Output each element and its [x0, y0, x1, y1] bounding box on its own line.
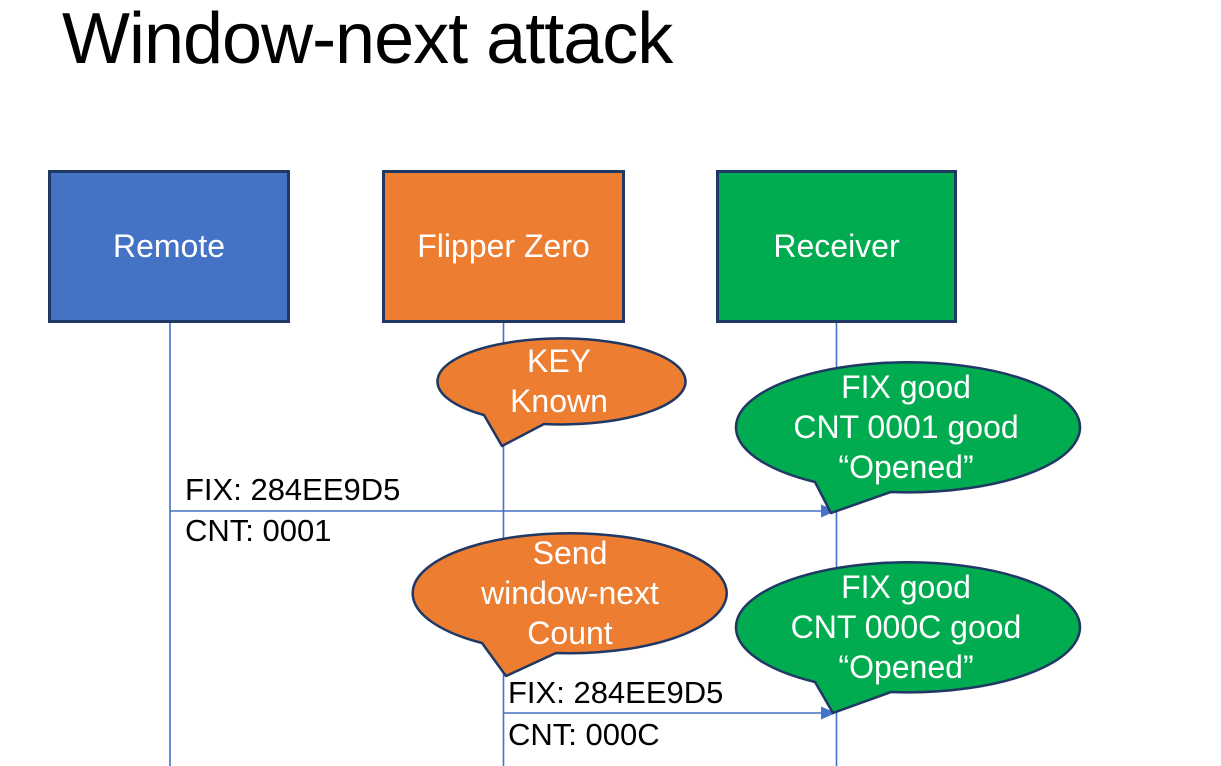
message-1-cnt-label: CNT: 0001 [185, 513, 332, 548]
callout-line: Count [527, 615, 613, 651]
callout-bubble-key-known [436, 337, 687, 448]
callout-bubble-opened-2 [734, 561, 1082, 715]
actor-label-receiver: Receiver [773, 228, 900, 264]
message-2-fix-label: FIX: 284EE9D5 [508, 675, 724, 710]
callout-text-opened-1: FIX good CNT 0001 good “Opened” [793, 367, 1018, 487]
actor-label-remote: Remote [112, 228, 226, 264]
callout-line: FIX good [841, 369, 971, 405]
callout-text-opened-2: FIX good CNT 000C good “Opened” [791, 567, 1022, 687]
message-arrow-1-head [821, 504, 836, 518]
callout-text-send-window-next: Send window-next Count [481, 533, 659, 653]
callout-line: CNT 0001 good [793, 409, 1019, 445]
actor-box-receiver: Receiver [716, 170, 957, 323]
callout-line: window-next [481, 575, 659, 611]
callout-line: Send [532, 535, 608, 571]
actor-label-flipper-zero: Flipper Zero [417, 228, 590, 264]
callout-line: CNT 000C good [790, 609, 1022, 645]
callout-line: “Opened” [838, 449, 974, 485]
callout-bubble-send-window-next [411, 531, 728, 678]
message-1-fix-label: FIX: 284EE9D5 [185, 472, 401, 507]
callout-line: Known [510, 383, 608, 419]
callout-bubble-opened-1 [734, 361, 1082, 515]
message-2-cnt-label: CNT: 000C [508, 717, 660, 752]
callout-line: FIX good [841, 569, 971, 605]
callout-line: “Opened” [838, 649, 974, 685]
actor-box-remote: Remote [48, 170, 290, 323]
actor-box-flipper-zero: Flipper Zero [382, 170, 625, 323]
callout-text-key-known: KEY Known [510, 341, 608, 421]
slide-title: Window-next attack [62, 0, 673, 79]
callout-line: KEY [526, 343, 592, 379]
message-arrow-2-head [821, 706, 836, 720]
